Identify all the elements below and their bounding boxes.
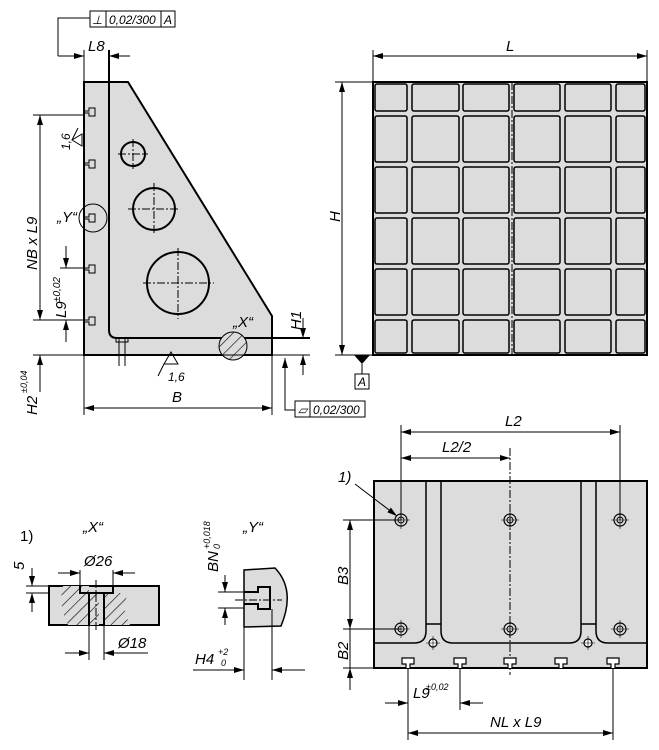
svg-text:5: 5 <box>11 561 28 570</box>
grid-cell <box>564 319 612 354</box>
grid-cell <box>615 83 646 112</box>
grid-cell <box>564 166 612 214</box>
svg-text:L: L <box>506 38 514 55</box>
grid-cell <box>513 166 561 214</box>
grid-cell <box>462 268 510 316</box>
t-slots <box>84 107 96 326</box>
t-slot <box>503 657 517 668</box>
grid-cell <box>564 83 612 112</box>
t-slot <box>606 657 620 668</box>
grid-cell <box>564 115 612 163</box>
svg-text:H2: H2 <box>24 395 41 415</box>
grid-cell <box>462 166 510 214</box>
grid-cell <box>462 217 510 265</box>
angle-plate-profile <box>83 81 273 356</box>
svg-text:±0,02: ±0,02 <box>426 682 448 692</box>
grid-cell <box>513 319 561 354</box>
grid-cell <box>411 319 460 354</box>
svg-text:L9: L9 <box>413 685 430 702</box>
face-grid <box>374 83 646 354</box>
grid-cell <box>374 166 408 214</box>
grid-cell <box>411 268 460 316</box>
t-slot <box>401 657 415 668</box>
svg-text:B: B <box>172 389 182 406</box>
svg-text:+2: +2 <box>218 647 228 657</box>
bottom-t-slots <box>401 657 620 668</box>
grid-cell <box>513 83 561 112</box>
svg-text:BN: BN <box>205 551 222 572</box>
detail-x: 1) „X“ Ø26 Ø18 5 <box>11 519 160 660</box>
svg-text:B3: B3 <box>335 566 352 585</box>
svg-text:L2: L2 <box>505 413 522 430</box>
svg-text:A: A <box>357 375 366 389</box>
grid-cell <box>615 166 646 214</box>
t-slot <box>554 657 568 668</box>
grid-cell <box>513 268 561 316</box>
grid-cell <box>462 83 510 112</box>
svg-text:±0,02: ±0,02 <box>52 277 63 302</box>
perpendicularity-frame: ⊥ 0,02/300 A <box>89 10 176 28</box>
grid-cell <box>615 217 646 265</box>
grid-cell <box>462 115 510 163</box>
svg-text:H: H <box>327 211 344 222</box>
svg-text:L9: L9 <box>53 301 70 318</box>
svg-text:NB x L9: NB x L9 <box>24 216 41 270</box>
grid-cell <box>411 115 460 163</box>
grid-cell <box>615 319 646 354</box>
svg-text:NL x L9: NL x L9 <box>490 714 542 731</box>
detail-y-circle <box>78 203 108 233</box>
svg-text:„X“: „X“ <box>82 519 104 536</box>
svg-text:+0,018: +0,018 <box>202 521 212 549</box>
grid-cell <box>374 268 408 316</box>
svg-text:H4: H4 <box>195 651 214 668</box>
svg-text:H1: H1 <box>288 311 305 330</box>
svg-text:0,02/300: 0,02/300 <box>109 13 156 27</box>
bottom-view: 1) L2 L2/2 B3 B2 L9 ±0,02 NL x L9 <box>335 413 648 740</box>
svg-text:„X“: „X“ <box>232 314 254 331</box>
svg-text:B2: B2 <box>335 641 352 660</box>
svg-text:▱: ▱ <box>298 403 309 417</box>
grid-cell <box>615 115 646 163</box>
grid-cell <box>411 83 460 112</box>
grid-cell <box>615 268 646 316</box>
front-view: L H A <box>327 38 648 390</box>
svg-text:Ø26: Ø26 <box>83 553 113 570</box>
t-slot <box>453 657 467 668</box>
grid-cell <box>564 217 612 265</box>
detail-x-circle <box>218 331 248 361</box>
datum-a-frame <box>354 373 370 390</box>
grid-cell <box>462 319 510 354</box>
detail-y: „Y“ BN +0,018 0 H4 +2 0 <box>193 519 305 680</box>
grid-cell <box>374 319 408 354</box>
svg-text:0: 0 <box>212 544 222 549</box>
pin <box>115 337 129 366</box>
grid-cell <box>513 115 561 163</box>
svg-text:1): 1) <box>338 469 351 486</box>
grid-cell <box>374 115 408 163</box>
grid-cell <box>374 83 408 112</box>
svg-text:0,02/300: 0,02/300 <box>313 403 360 417</box>
svg-text:1,6: 1,6 <box>168 370 185 384</box>
flatness-frame: ▱ 0,02/300 <box>294 400 366 418</box>
svg-text:A: A <box>163 13 172 27</box>
svg-text:L8: L8 <box>88 38 105 55</box>
svg-text:0: 0 <box>221 658 226 668</box>
svg-text:±0,04: ±0,04 <box>19 371 29 393</box>
svg-text:Ø18: Ø18 <box>117 635 147 652</box>
svg-text:„Y“: „Y“ <box>56 209 78 226</box>
grid-cell <box>411 217 460 265</box>
grid-cell <box>411 166 460 214</box>
grid-cell <box>564 268 612 316</box>
grid-cell <box>513 217 561 265</box>
side-view: ⊥ 0,02/300 A L8 NB x L9 L9 ±0,02 1,6 „Y“… <box>19 10 366 418</box>
svg-text:1,6: 1,6 <box>59 133 73 150</box>
svg-text:1): 1) <box>20 528 33 545</box>
svg-text:⊥: ⊥ <box>92 13 102 27</box>
grid-cell <box>374 217 408 265</box>
svg-text:„Y“: „Y“ <box>242 519 264 536</box>
svg-text:L2/2: L2/2 <box>442 439 472 456</box>
